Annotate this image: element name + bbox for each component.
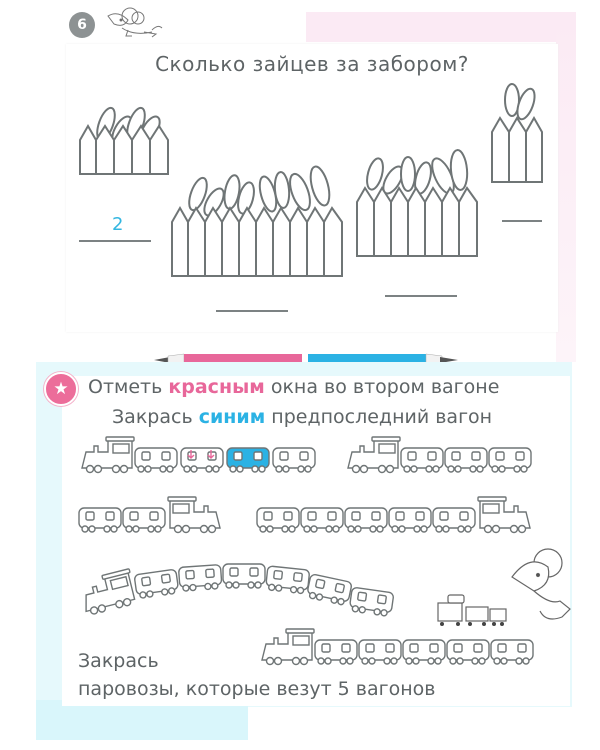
star-icon: ★	[44, 372, 78, 406]
task1-title: Сколько зайцев за забором?	[155, 52, 469, 76]
task2-line2: Закрась синим предпоследний вагон	[112, 406, 492, 428]
fence-1-with-hares	[79, 106, 169, 175]
fence-1-answer-line[interactable]	[79, 240, 151, 242]
fence-3-answer-line[interactable]	[385, 295, 457, 297]
pink-background-band	[306, 12, 576, 42]
task3-line2: паровозы, которые везут 5 вагонов	[78, 678, 436, 700]
task2-line2-post: предпоследний вагон	[271, 406, 493, 428]
train-6[interactable]	[260, 628, 550, 668]
page-number-badge: 6	[69, 12, 95, 38]
fence-4-answer-line[interactable]	[502, 220, 542, 222]
fence-3-with-hares	[356, 149, 478, 257]
task2-blue-background-corner	[36, 700, 248, 740]
task2-line2-pre: Закрась	[112, 406, 193, 428]
train-1[interactable]	[80, 436, 320, 476]
train-4[interactable]	[256, 496, 546, 536]
task2-red-word: красным	[168, 376, 265, 398]
fence-1-answer[interactable]: 2	[112, 214, 124, 235]
task3-line1: Закрась	[78, 650, 159, 672]
train-5[interactable]	[77, 548, 400, 628]
pink-background-side	[556, 12, 576, 362]
task2-line1-post: окна во втором вагоне	[270, 376, 500, 398]
fence-2-with-hares	[171, 165, 343, 277]
task2-line1-pre: Отметь	[88, 376, 163, 398]
fence-4-with-hares	[491, 83, 543, 183]
task2-blue-word: синим	[198, 406, 266, 428]
red-mark-icon	[187, 450, 215, 459]
train-2[interactable]	[346, 436, 586, 476]
fence-2-answer-line[interactable]	[216, 310, 288, 312]
mouse-with-toy-train-icon	[437, 548, 571, 626]
mouse-lying-icon	[107, 7, 163, 38]
task2-line1: Отметь красным окна во втором вагоне	[88, 376, 499, 398]
train-3[interactable]	[78, 496, 238, 536]
